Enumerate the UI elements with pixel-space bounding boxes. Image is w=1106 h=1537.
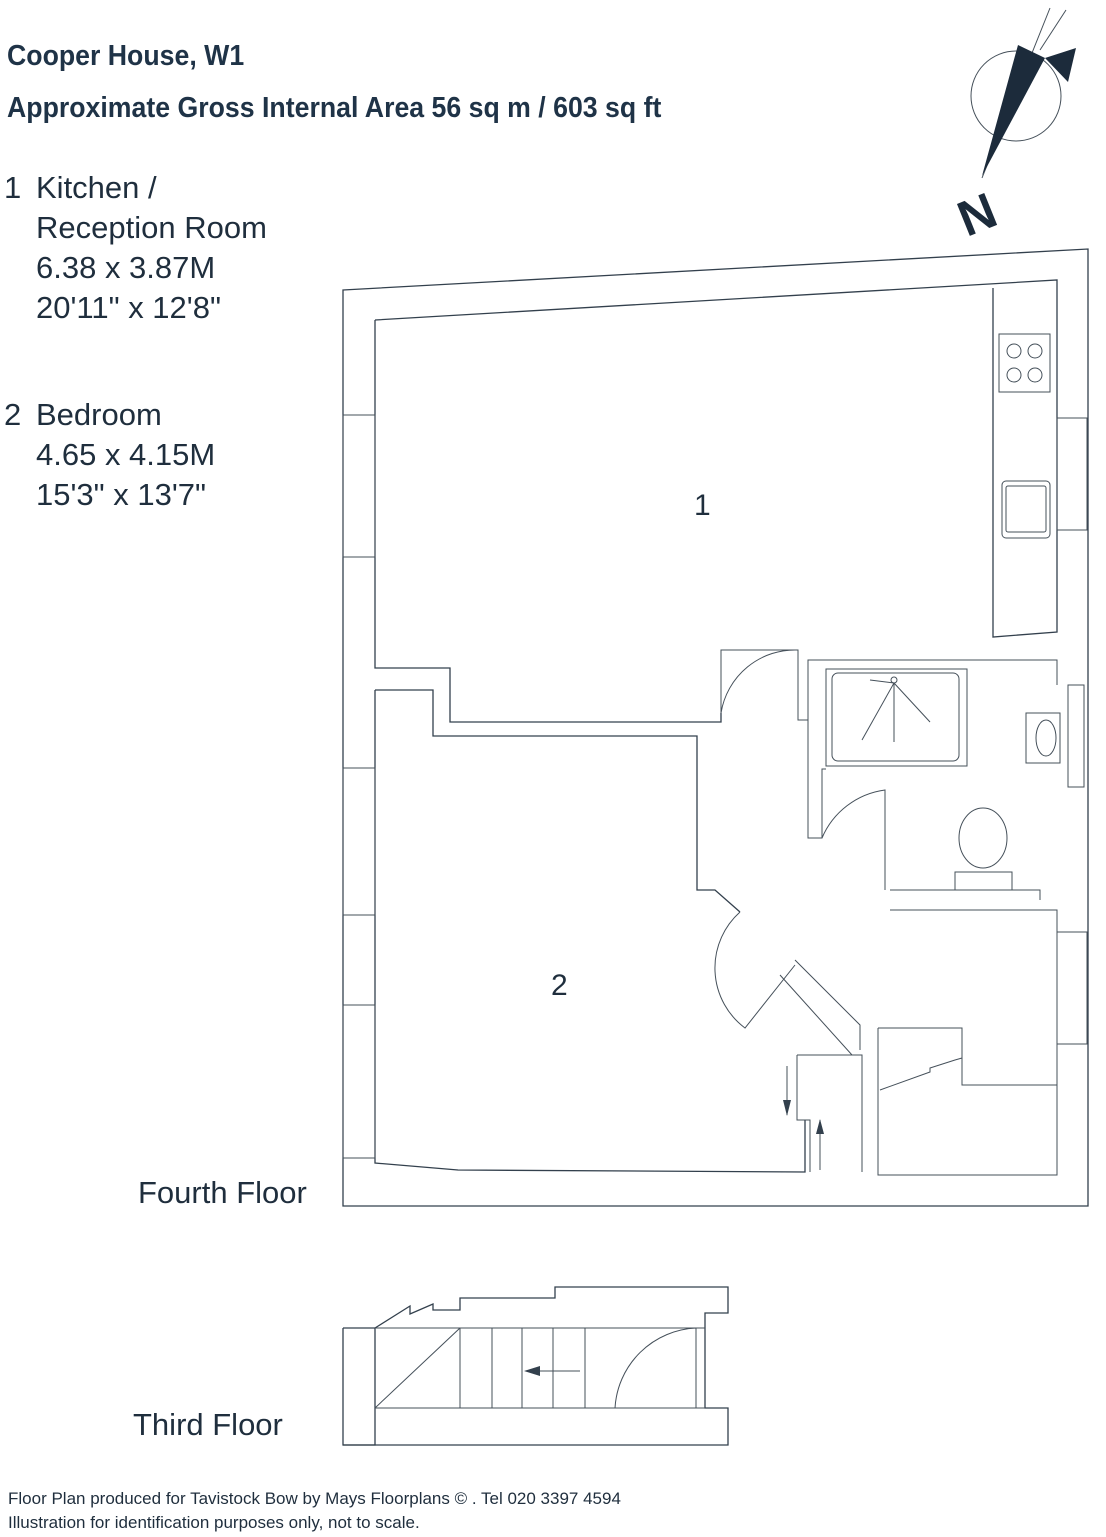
- shower-icon: [861, 676, 931, 742]
- compass-letter: N: [950, 182, 1004, 247]
- room-name-line2: Reception Room: [36, 210, 267, 245]
- room-name: Bedroom: [36, 397, 162, 432]
- third-floor-plan: [342, 1286, 729, 1446]
- footer-credit: Floor Plan produced for Tavistock Bow by…: [8, 1489, 621, 1508]
- room-number: 2: [4, 397, 22, 432]
- room-metric: 6.38 x 3.87M: [36, 250, 216, 285]
- room-imperial: 20'11" x 12'8": [36, 290, 221, 325]
- room-label-2: 2: [551, 969, 568, 1002]
- fourth-floor-plan: 1 2: [342, 248, 1089, 1207]
- room-number: 1: [4, 170, 22, 205]
- room-imperial: 15'3" x 13'7": [36, 477, 207, 512]
- north-arrow-icon: N: [950, 7, 1076, 247]
- basin-icon: [1035, 719, 1057, 757]
- footer-disclaimer: Illustration for identification purposes…: [8, 1513, 420, 1532]
- floor-label-fourth: Fourth Floor: [138, 1175, 307, 1210]
- floor-label-third: Third Floor: [133, 1407, 283, 1442]
- gross-area: Approximate Gross Internal Area 56 sq m …: [7, 92, 662, 124]
- room-name-line1: Kitchen /: [36, 170, 157, 205]
- toilet-icon: [954, 807, 1013, 891]
- room-metric: 4.65 x 4.15M: [36, 437, 216, 472]
- room-label-1: 1: [694, 489, 711, 522]
- property-title: Cooper House, W1: [7, 40, 245, 72]
